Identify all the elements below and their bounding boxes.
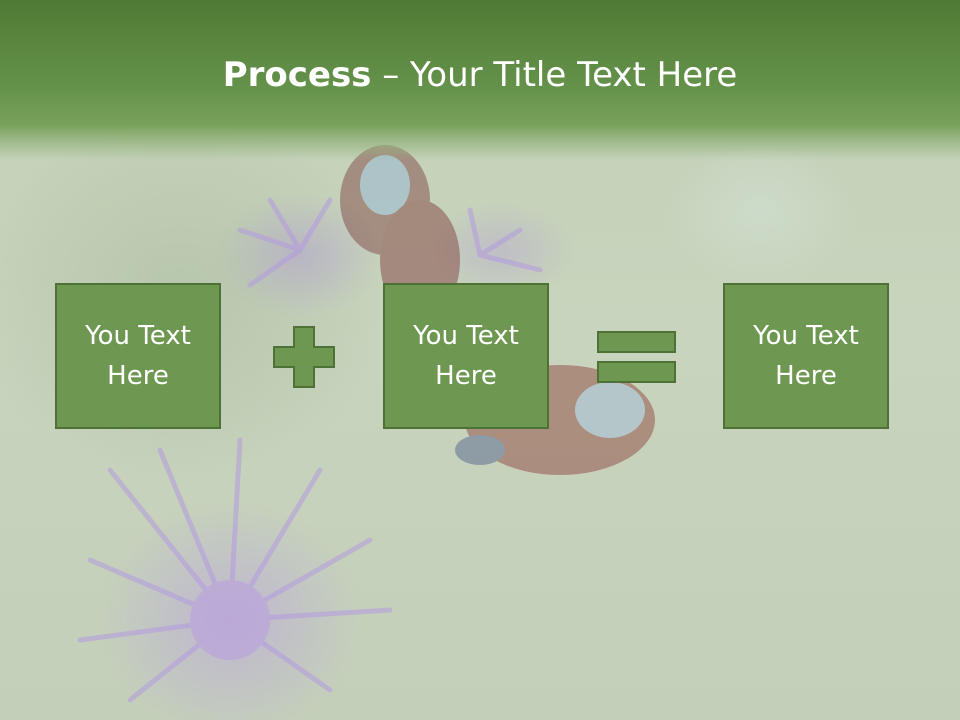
process-box-1[interactable]: You Text Here — [55, 283, 221, 429]
process-box-1-text: You Text Here — [85, 321, 191, 391]
equals-icon — [597, 331, 676, 383]
title-rest: – Your Title Text Here — [371, 55, 738, 95]
plus-icon — [273, 326, 335, 388]
slide-title: Process – Your Title Text Here — [0, 54, 960, 96]
process-box-3[interactable]: You Text Here — [723, 283, 889, 429]
process-box-3-text: You Text Here — [753, 321, 859, 391]
title-bold: Process — [222, 55, 372, 95]
process-box-2[interactable]: You Text Here — [383, 283, 549, 429]
process-box-2-text: You Text Here — [413, 321, 519, 391]
title-banner — [0, 0, 960, 160]
